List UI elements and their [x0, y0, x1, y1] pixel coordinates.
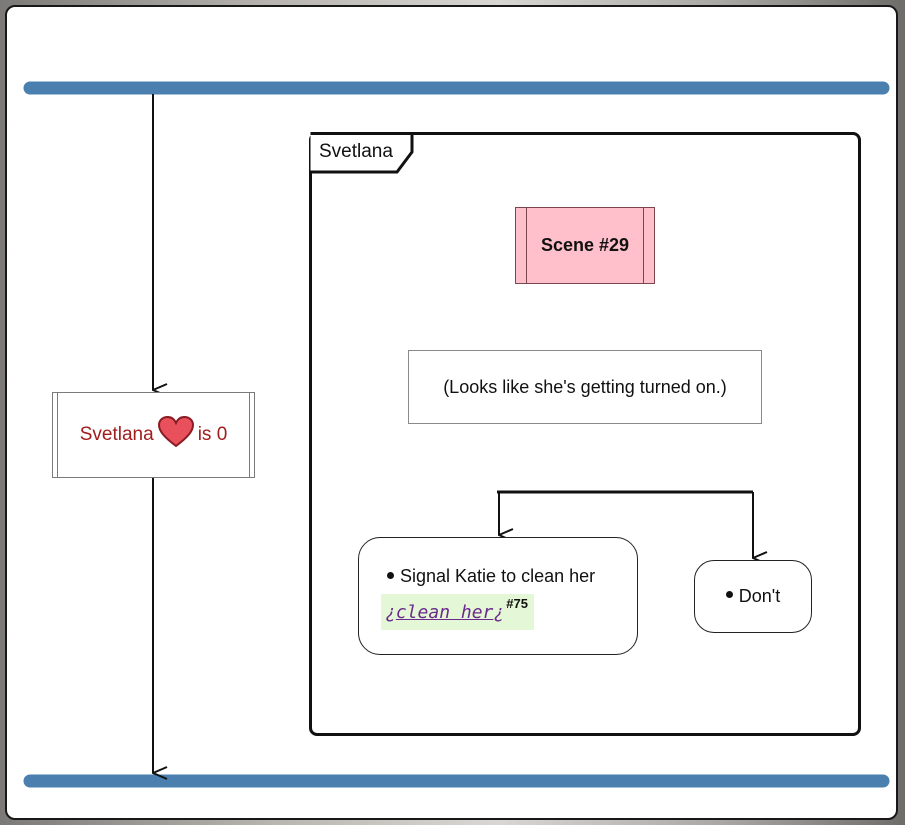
choice-link[interactable]: clean her — [395, 601, 494, 623]
scene-right-bar — [643, 208, 654, 283]
heart-icon — [157, 415, 195, 455]
scene-box: Scene #29 — [515, 207, 655, 284]
scene-label: Scene #29 — [540, 235, 630, 255]
bullet-icon — [387, 571, 394, 579]
option-signal-katie[interactable]: Signal Katie to clean her ¿clean her¿#75 — [358, 537, 638, 655]
option-dont[interactable]: Don't — [694, 560, 812, 633]
choice-reference: #75 — [506, 595, 528, 611]
narration-note: (Looks like she's getting turned on.) — [408, 350, 762, 424]
variable-value: is 0 — [197, 424, 228, 445]
choice-open-mark: ¿ — [385, 601, 396, 623]
option-signal-katie-row: Signal Katie to clean her — [387, 566, 595, 587]
choice-tag: ¿clean her¿#75 — [381, 594, 534, 630]
bullet-icon — [725, 591, 733, 598]
scene-left-bar — [516, 208, 527, 283]
partition-frame: Svetlana — [309, 132, 861, 736]
partition-tab: Svetlana — [309, 132, 419, 182]
option-dont-label: Don't — [738, 586, 781, 606]
narration-text: (Looks like she's getting turned on.) — [443, 376, 727, 397]
variable-box-right-bar — [249, 393, 254, 477]
choice-close-mark: ¿ — [493, 601, 505, 623]
variable-box: Svetlana is 0 — [52, 392, 255, 478]
partition-label: Svetlana — [319, 141, 393, 162]
variable-box-left-bar — [53, 393, 58, 477]
option-signal-katie-label: Signal Katie to clean her — [400, 566, 596, 586]
variable-name: Svetlana — [79, 424, 154, 445]
